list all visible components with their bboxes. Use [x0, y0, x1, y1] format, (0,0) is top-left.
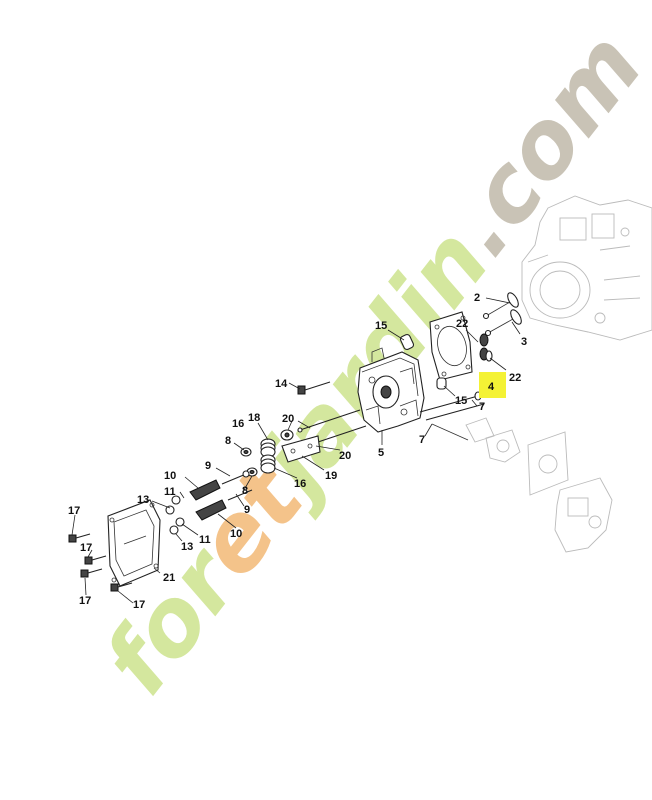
callout-21[interactable]: 21 — [163, 572, 175, 584]
head-gasket — [429, 311, 473, 381]
callout-20-top[interactable]: 20 — [282, 413, 294, 425]
callout-labels: 2 3 15 22 22 4 15 7 7 5 14 16 18 20 20 8… — [68, 292, 527, 611]
callout-11-top[interactable]: 11 — [164, 486, 176, 498]
valve-stem-seals — [479, 333, 493, 362]
cylinder-head — [357, 347, 425, 433]
rocker-cover — [107, 499, 161, 587]
rocker-arms — [189, 479, 227, 521]
callout-2[interactable]: 2 — [474, 292, 480, 304]
callout-4-highlighted[interactable]: 4 — [488, 381, 495, 393]
callout-10-top[interactable]: 10 — [164, 470, 176, 482]
cover-bolts — [68, 533, 133, 592]
callout-10-bottom[interactable]: 10 — [230, 528, 242, 540]
rocker-studs — [221, 470, 253, 501]
callout-8-bottom[interactable]: 8 — [242, 485, 248, 497]
valve-exhaust — [484, 309, 522, 337]
callout-22-top[interactable]: 22 — [456, 318, 468, 330]
callout-15-right[interactable]: 15 — [455, 395, 467, 407]
callout-14[interactable]: 14 — [275, 378, 288, 390]
callout-17-b[interactable]: 17 — [80, 542, 92, 554]
callout-7-bottom[interactable]: 7 — [419, 434, 425, 446]
callout-17-d[interactable]: 17 — [133, 599, 145, 611]
dowel-pin-top — [399, 333, 415, 351]
valve-springs — [260, 429, 294, 474]
callout-22-right[interactable]: 22 — [509, 372, 521, 384]
callout-19[interactable]: 19 — [325, 470, 337, 482]
engine-block-context — [521, 195, 652, 341]
callout-9-top[interactable]: 9 — [205, 460, 211, 472]
callout-13-top[interactable]: 13 — [137, 494, 149, 506]
callout-5[interactable]: 5 — [378, 447, 384, 459]
leader-lines — [71, 297, 521, 604]
callout-13-bottom[interactable]: 13 — [181, 541, 193, 553]
watermark: foretjardin.com — [83, 13, 652, 714]
callout-8-top[interactable]: 8 — [225, 435, 231, 447]
callout-17-a[interactable]: 17 — [68, 505, 80, 517]
callout-7-right[interactable]: 7 — [479, 401, 485, 413]
valve-intake — [482, 292, 519, 320]
guide-plate — [281, 435, 321, 463]
stud-14 — [297, 381, 331, 395]
callout-20-right[interactable]: 20 — [339, 450, 351, 462]
svg-text:foretjardin.com: foretjardin.com — [83, 13, 652, 714]
callout-17-c[interactable]: 17 — [79, 595, 91, 607]
head-bolts — [419, 391, 485, 441]
watermark-segment-4: .com — [426, 13, 652, 275]
callout-16-top[interactable]: 16 — [232, 418, 244, 430]
dowel-pin-right — [436, 377, 447, 390]
callout-9-bottom[interactable]: 9 — [244, 504, 250, 516]
callout-18[interactable]: 18 — [248, 412, 260, 424]
highlight-box — [479, 372, 506, 398]
carburetor-context — [465, 417, 613, 553]
callout-16-bottom[interactable]: 16 — [294, 478, 306, 490]
callout-3[interactable]: 3 — [521, 336, 527, 348]
rocker-nuts — [165, 495, 185, 535]
callout-15-top[interactable]: 15 — [375, 320, 387, 332]
callout-11-bottom[interactable]: 11 — [199, 534, 211, 546]
